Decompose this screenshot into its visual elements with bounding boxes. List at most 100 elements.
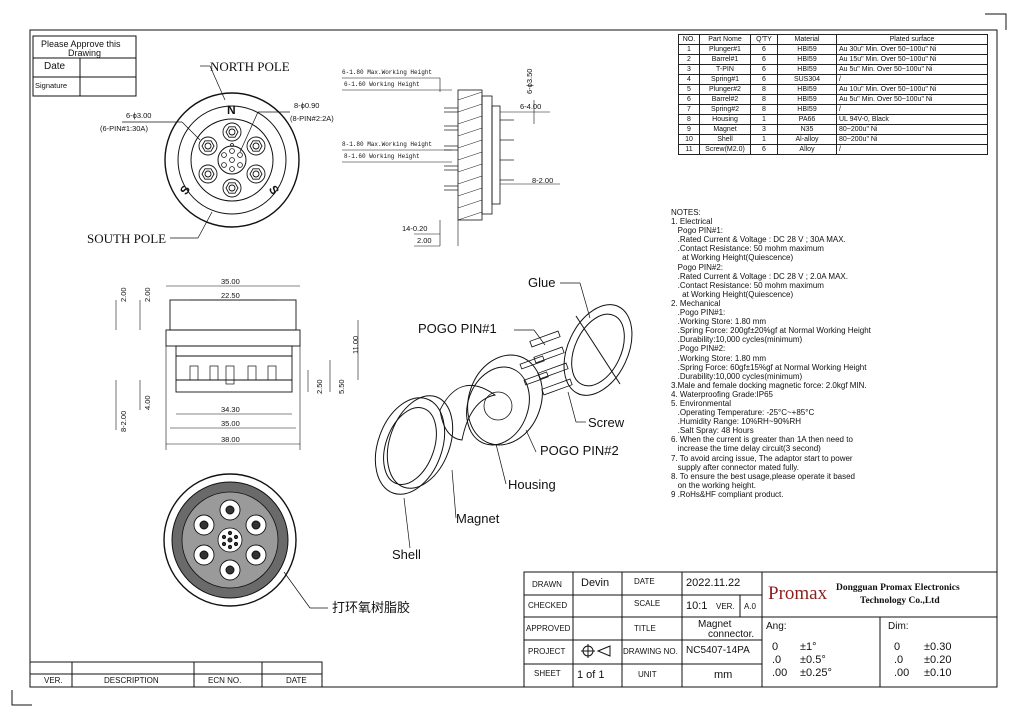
bom-cell: Spring#1 [699, 74, 751, 85]
bom-cell: 5 [678, 84, 700, 95]
bom-cell: 3 [678, 64, 700, 75]
bom-cell: 8 [678, 114, 700, 125]
note-line: Pogo PIN#1: [671, 226, 724, 236]
bom-cell: 4 [678, 74, 700, 85]
tb-project-label: PROJECT [528, 647, 566, 656]
screw-label: Screw [588, 415, 625, 430]
tb-unit-value: mm [714, 669, 733, 681]
bom-cell: Au 10u" Min. Over 50~100u" Ni [836, 84, 988, 95]
note-line: .Working Store: 1.80 mm [671, 353, 766, 363]
note-line: .Rated Current & Voltage : DC 28 V ; 2.0… [671, 271, 848, 281]
note-line: .Pogo PIN#1: [671, 308, 726, 318]
note-line: on the working height. [671, 480, 756, 490]
pin1-dim-note: (6-PIN#1:30A) [100, 124, 148, 133]
tb-ver-label: VER. [716, 602, 735, 611]
note-line: at Working Height(Quiescence) [671, 289, 794, 299]
bom-cell: Alloy [777, 144, 837, 155]
bom-cell: HBI59 [777, 104, 837, 115]
tb-title-label: TITLE [634, 624, 656, 633]
shell-label: Shell [392, 547, 421, 562]
tb-sheet-label: SHEET [534, 669, 561, 678]
note-line: .Durability:10,000 cycles(minimum) [671, 371, 803, 381]
rev-ver-label: VER. [44, 676, 63, 685]
approve-box [32, 35, 137, 97]
note-line: 2. Mechanical [671, 298, 721, 308]
bom-header-cell: Part Nome [699, 34, 751, 45]
pin1-dim-label: 6-ϕ3.00 [126, 111, 152, 120]
note-line: .Rated Current & Voltage : DC 28 V ; 30A… [671, 235, 846, 245]
bom-header-cell: NO. [678, 34, 700, 45]
dim-v200b: 2.00 [143, 287, 152, 302]
note-line: .Spring Force: 60gf±15%gf at Normal Work… [671, 362, 867, 372]
pogo-pin2-label: POGO PIN#2 [540, 443, 619, 458]
corner-mark-bottom [11, 690, 32, 706]
approve-title-1: Please Approve this [41, 39, 121, 49]
tb-scale-value: 10:1 [686, 600, 708, 612]
dim-200-side: 2.00 [417, 236, 432, 245]
dim-v200a: 2.00 [119, 287, 128, 302]
note-line: .Working Store: 1.80 mm [671, 317, 766, 327]
tolerance-precision: 0 [894, 641, 901, 653]
bom-cell: UL 94V-0, Black [836, 114, 988, 125]
dim-v8-200: 8-2.00 [119, 410, 128, 432]
note-line: 6. When the current is greater than 1A t… [671, 435, 853, 445]
corner-mark-top [985, 13, 1007, 30]
section-view [115, 285, 359, 450]
note-line: at Working Height(Quiescence) [671, 253, 794, 263]
bom-cell: 6 [750, 54, 778, 65]
bom-cell: Plunger#1 [699, 44, 751, 55]
pin1-max-height: 6-1.80 Max.Working Height [342, 69, 433, 76]
tb-approved-label: APPROVED [526, 624, 571, 633]
note-line: 9 .RoHs&HF compliant product. [671, 489, 784, 499]
bom-cell: PA66 [777, 114, 837, 125]
bom-cell: Magnet [699, 124, 751, 135]
bom-cell: HBI59 [777, 54, 837, 65]
note-line: .Durability:10,000 cycles(minimum) [671, 335, 803, 345]
note-line: Pogo PIN#2: [671, 262, 724, 272]
tolerance-value: ±1° [800, 641, 817, 653]
tolerance-value: ±0.10 [924, 667, 952, 679]
bom-cell: 6 [750, 44, 778, 55]
north-pole-label: NORTH POLE [210, 59, 290, 74]
bom-cell: Au 5u" Min. Over 50~100u" Ni [836, 64, 988, 75]
note-line: 7. To avoid arcing issue, The adaptor st… [671, 453, 853, 463]
tb-ver-value: A.0 [744, 602, 757, 611]
south-pole-label: SOUTH POLE [87, 231, 167, 246]
rev-ecn-label: ECN NO. [208, 676, 242, 685]
sheet-border [29, 29, 998, 688]
bom-cell: Au 5u" Min. Over 50~100u" Ni [836, 94, 988, 105]
bom-cell: Barrel#1 [699, 54, 751, 65]
pin1-working-height: 6-1.60 Working Height [344, 81, 420, 88]
pogo-pin1-label: POGO PIN#1 [418, 321, 497, 336]
tb-sheet-value: 1 of 1 [577, 669, 605, 681]
note-line: .Pogo PIN#2: [671, 344, 726, 354]
bom-cell: 11 [678, 144, 700, 155]
bom-cell: 1 [678, 44, 700, 55]
bom-cell: 7 [678, 104, 700, 115]
tb-unit-label: UNIT [638, 670, 657, 679]
bom-cell: Shell [699, 134, 751, 145]
dim-6-350: 6-ϕ3.50 [525, 68, 534, 94]
bom-cell: Spring#2 [699, 104, 751, 115]
dim-3500-bottom: 35.00 [221, 419, 240, 428]
tolerance-precision: .00 [772, 667, 788, 679]
bom-cell: SUS304 [777, 74, 837, 85]
bom-cell: 6 [750, 74, 778, 85]
dim-v400: 4.00 [143, 395, 152, 410]
bom-cell: HBI59 [777, 44, 837, 55]
bom-cell: 3 [750, 124, 778, 135]
note-line: supply after connector mated fully. [671, 462, 799, 472]
approve-date-label: Date [44, 61, 66, 72]
bom-cell: 1 [750, 134, 778, 145]
dim-3800: 38.00 [221, 435, 240, 444]
company-name-1: Dongguan Promax Electronics [836, 583, 960, 593]
company-name-2: Technology Co.,Ltd [860, 596, 940, 606]
